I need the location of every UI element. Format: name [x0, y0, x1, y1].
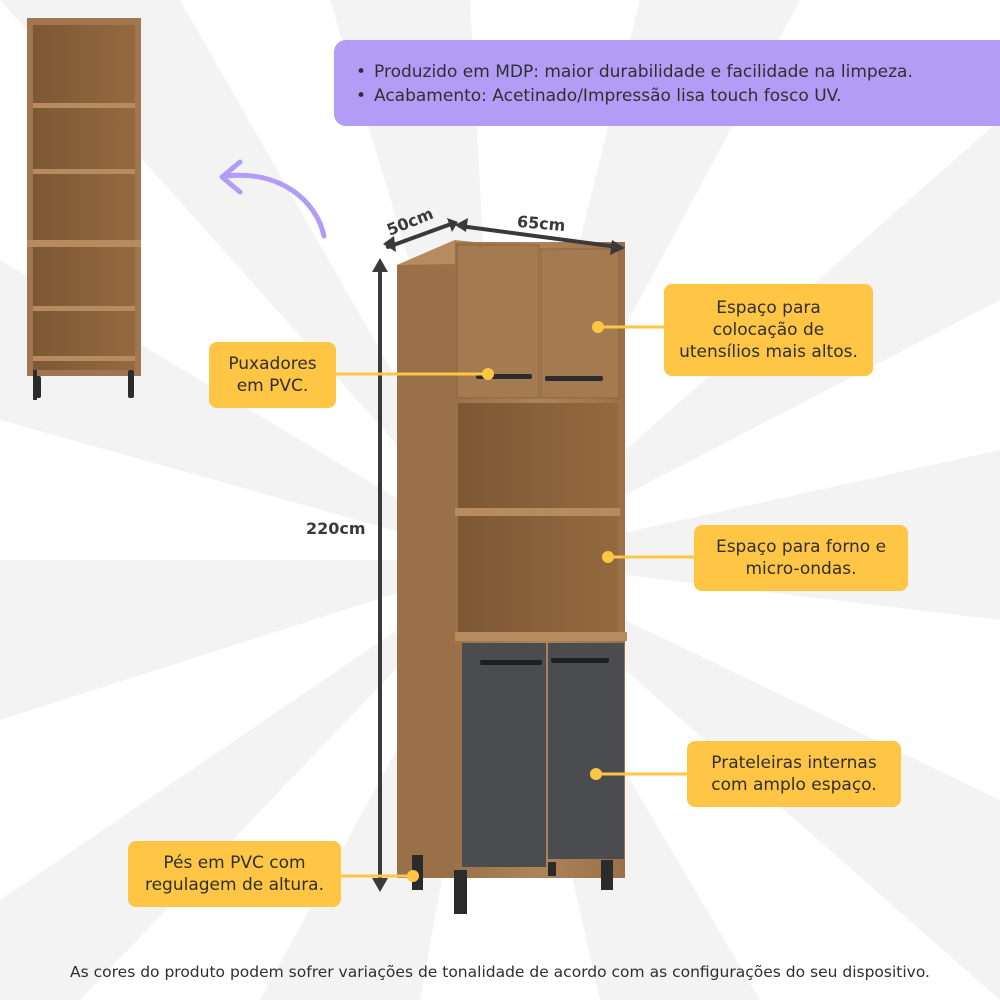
- callout-line: colocação de: [712, 320, 825, 340]
- curved-arrow-icon: [219, 159, 327, 239]
- dimension-lines: [372, 218, 625, 892]
- callout-line: com amplo espaço.: [711, 775, 877, 795]
- height-dimension-label: 220cm: [306, 519, 366, 538]
- callout-line: Prateleiras internas: [711, 753, 877, 773]
- callout-oven-space: Espaço para forno e micro-ondas.: [694, 525, 908, 591]
- callout-line: Puxadores: [228, 354, 317, 374]
- width-dimension-label: 65cm: [516, 211, 567, 236]
- main-cabinet: [397, 240, 627, 914]
- callout-handles: Puxadores em PVC.: [209, 342, 336, 408]
- feature-item: Acabamento: Acetinado/Impressão lisa tou…: [356, 84, 1000, 108]
- callout-line: utensílios mais altos.: [679, 342, 858, 362]
- callout-line: Espaço para: [716, 298, 821, 318]
- callout-line: em PVC.: [236, 376, 309, 396]
- color-disclaimer: As cores do produto podem sofrer variaçõ…: [70, 963, 930, 981]
- callout-feet: Pés em PVC com regulagem de altura.: [128, 841, 341, 907]
- callout-connectors: [336, 321, 694, 882]
- features-list: Produzido em MDP: maior durabilidade e f…: [356, 60, 1000, 108]
- callout-line: Espaço para forno e: [715, 537, 887, 557]
- feature-item: Produzido em MDP: maior durabilidade e f…: [356, 60, 1000, 84]
- callout-line: regulagem de altura.: [144, 875, 325, 895]
- callout-inner-shelves: Prateleiras internas com amplo espaço.: [687, 741, 901, 807]
- callout-line: Pés em PVC com: [163, 853, 306, 873]
- features-banner: Produzido em MDP: maior durabilidade e f…: [334, 40, 1000, 126]
- thumbnail-open-cabinet: [27, 18, 141, 400]
- callout-upper-space: Espaço para colocação de utensílios mais…: [664, 284, 873, 376]
- callout-line: micro-ondas.: [745, 559, 857, 579]
